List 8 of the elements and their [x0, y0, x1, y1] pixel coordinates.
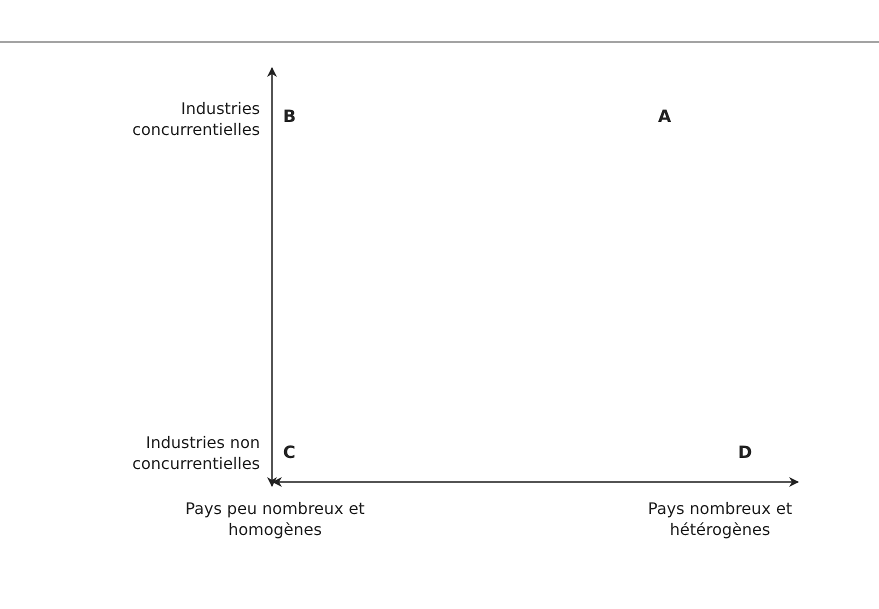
axis-label: Pays peu nombreux et homogènes — [184, 498, 366, 540]
quadrant-letter: A — [658, 107, 672, 128]
quadrant-letter: D — [738, 443, 754, 464]
quadrant-letter: B — [283, 107, 297, 128]
quadrant-letter: C — [283, 443, 296, 464]
axis-label: Industries non concurrentielles — [131, 432, 260, 474]
axis-label: Industries concurrentielles — [131, 98, 260, 140]
axis-label: Pays nombreux et hétérogènes — [646, 498, 794, 540]
